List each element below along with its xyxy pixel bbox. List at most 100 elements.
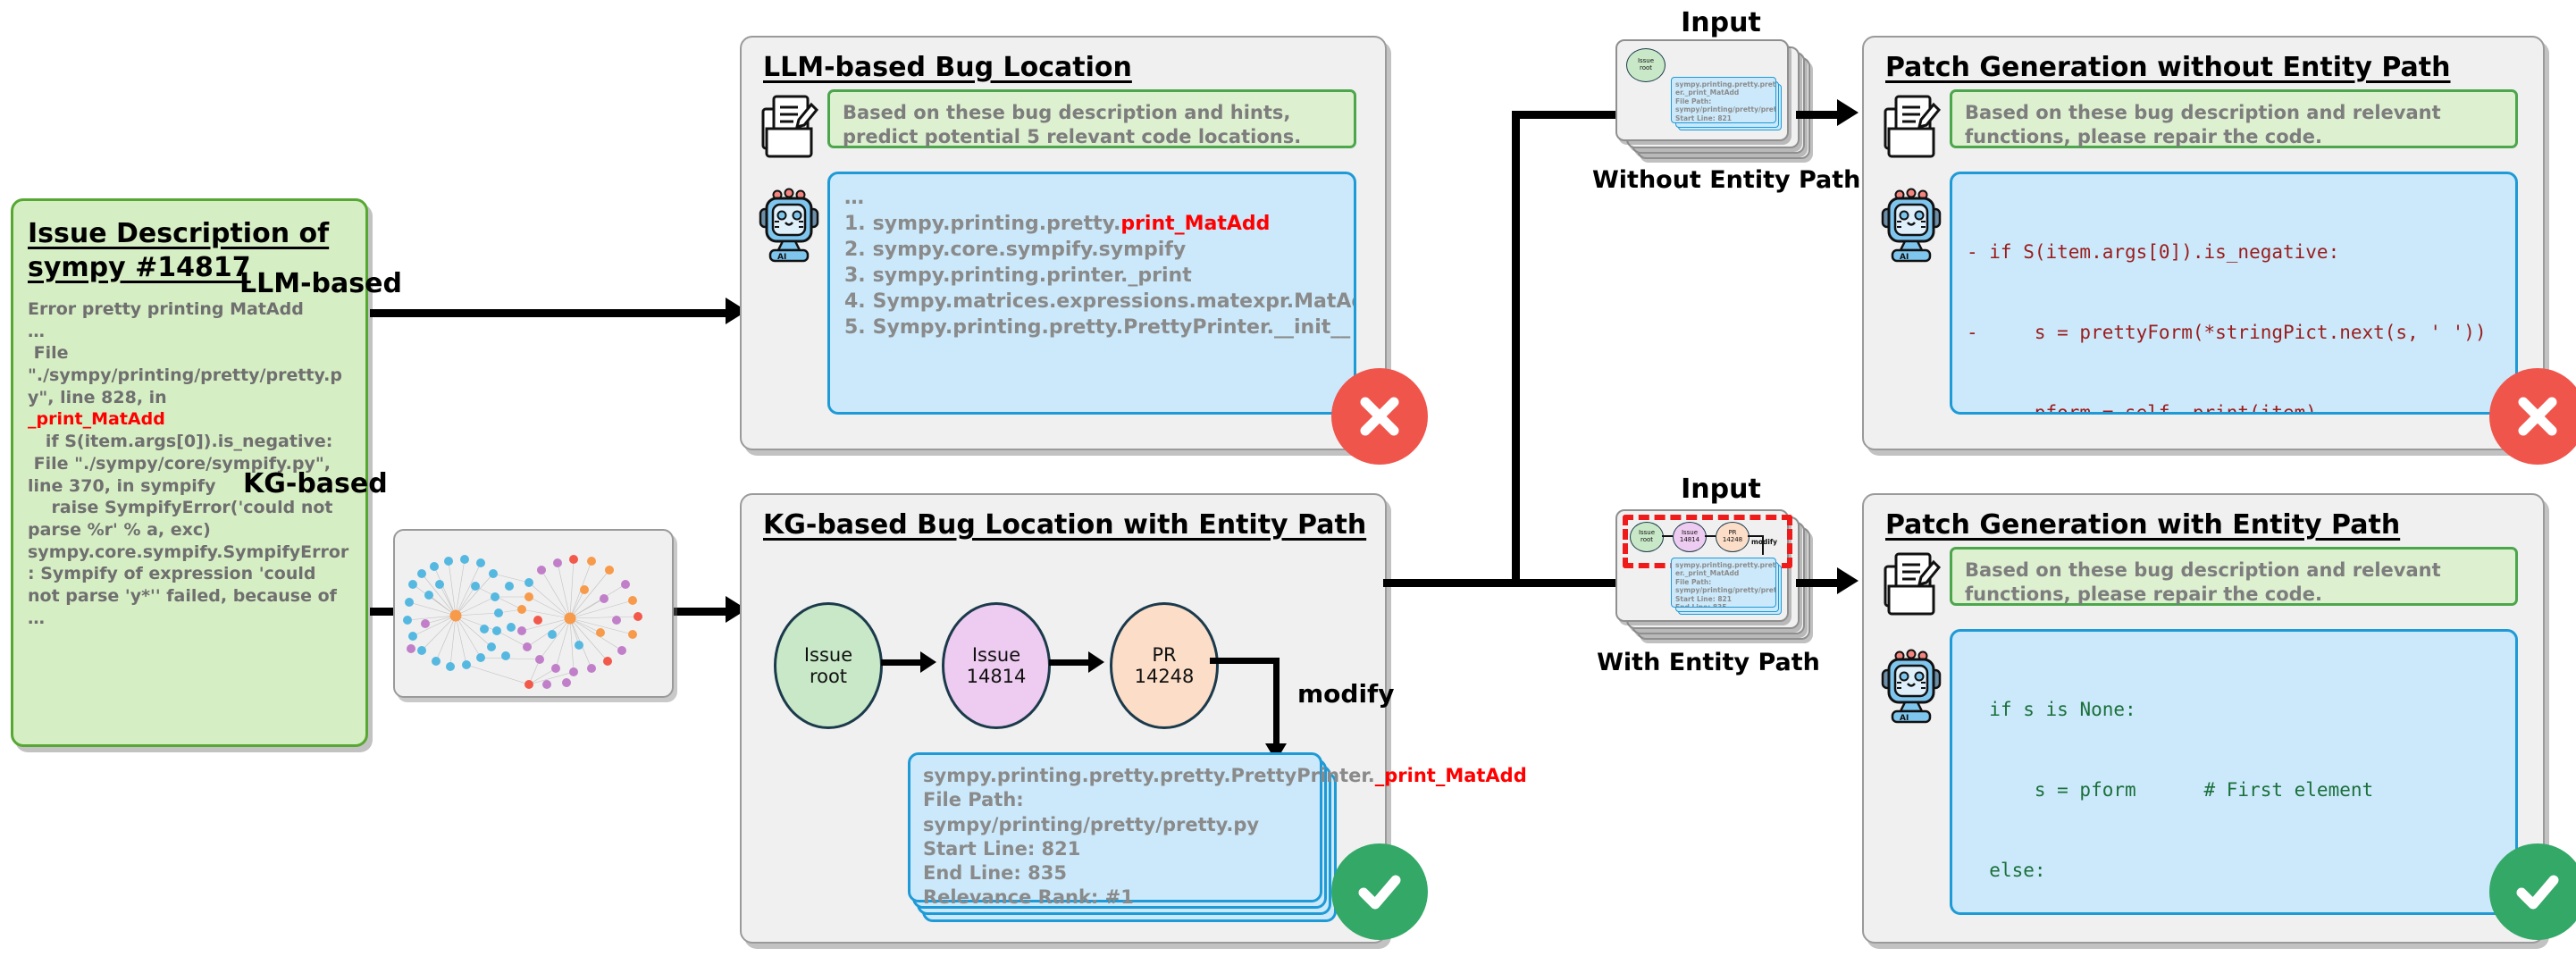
kg-result-card-stack: sympy.printing.pretty.pretty.PrettyPrint… bbox=[908, 752, 1527, 922]
knowledge-graph-svg bbox=[403, 555, 642, 689]
loc-text: Sympy.matrices.expressions.matexpr.MatAd… bbox=[872, 290, 1356, 314]
input-with-front-card: Issue root Issue 14814 PR 14248 modify s… bbox=[1615, 509, 1792, 622]
edge-label-kg-based: KG-based bbox=[243, 468, 388, 499]
panel-kg-bug-location: KG-based Bug Location with Entity Path I… bbox=[740, 493, 1527, 944]
entity-node-pr-14248: PR 14248 bbox=[1110, 602, 1219, 729]
mini-card-line2: er._print_MatAdd bbox=[1675, 569, 1740, 578]
panel-llm-bug-location: LLM-based Bug Location Based on these bu… bbox=[740, 36, 1428, 465]
mini-modify-h bbox=[1748, 535, 1764, 537]
patch-without-title: Patch Generation without Entity Path bbox=[1885, 52, 2451, 83]
mini-edge-2 bbox=[1705, 535, 1716, 537]
robot-ai-icon: AI bbox=[1880, 649, 1942, 729]
kg-panel-title: KG-based Bug Location with Entity Path bbox=[763, 509, 1367, 541]
entity-node-issue-14814: Issue 14814 bbox=[942, 602, 1051, 729]
panel-patch-without-entity-path: Patch Generation without Entity Path Bas… bbox=[1862, 36, 2576, 465]
entity-node-issue-root: Issue root bbox=[774, 602, 883, 729]
arrow-to-patch-with-line bbox=[1796, 579, 1841, 587]
document-pencil-icon bbox=[759, 93, 819, 166]
patch-with-code: if s is None: s = pform # First element … bbox=[1967, 642, 2501, 912]
llm-location-item: 4. Sympy.matrices.expressions.matexpr.Ma… bbox=[844, 289, 1354, 315]
status-badge-ok bbox=[1331, 843, 1428, 940]
trunk-line-to-input-bottom bbox=[1512, 579, 1619, 587]
issue-title: Issue Description of sympy #14817 bbox=[28, 218, 330, 283]
mini-edge-1 bbox=[1662, 535, 1673, 537]
result-entity-highlight: _print_MatAdd bbox=[1374, 765, 1527, 786]
result-end-line: End Line: 835 bbox=[923, 862, 1067, 885]
result-entity-pre: sympy.printing.pretty.pretty.PrettyPrint… bbox=[923, 765, 1375, 786]
mini-node-issue-root: Issue root bbox=[1626, 48, 1666, 82]
llm-location-item: 5. Sympy.printing.pretty.PrettyPrinter._… bbox=[844, 315, 1350, 340]
entity-edge-2-head bbox=[1088, 651, 1104, 673]
llm-location-item: 3. sympy.printing.printer._print bbox=[844, 263, 1339, 289]
arrow-to-patch-without-line bbox=[1796, 111, 1841, 119]
mini-result-card: sympy.printing.pretty.pretty.PrettyPrint… bbox=[1671, 77, 1776, 123]
entity-edge-2 bbox=[1049, 659, 1094, 666]
svg-text:AI: AI bbox=[777, 253, 786, 262]
llm-prompt-box: Based on these bug description and hints… bbox=[827, 89, 1356, 148]
status-badge-fail bbox=[2489, 368, 2576, 465]
result-start-line: Start Line: 821 bbox=[923, 837, 1081, 860]
document-pencil-icon bbox=[1882, 550, 1942, 624]
status-badge-fail bbox=[1331, 368, 1428, 465]
loc-text: sympy.printing.printer._print bbox=[872, 264, 1192, 288]
loc-num: 4. bbox=[844, 290, 866, 314]
arrow-to-patch-with-head bbox=[1837, 567, 1859, 594]
knowledge-graph-thumbnail bbox=[393, 529, 674, 698]
llm-locations-list: … 1. sympy.printing.pretty.print_MatAdd … bbox=[844, 185, 1354, 340]
modify-edge-horizontal bbox=[1210, 658, 1280, 664]
llm-location-item: 1. sympy.printing.pretty.print_MatAdd bbox=[844, 211, 1339, 237]
close-icon bbox=[1360, 397, 1399, 436]
loc-num: 5. bbox=[844, 316, 866, 340]
result-rank: Relevance Rank: #1 bbox=[923, 886, 1134, 909]
issue-body-pre: Error pretty printing MatAdd … File "./s… bbox=[28, 299, 342, 407]
code-line: if s is None: bbox=[1967, 699, 2136, 721]
panel-patch-with-entity-path: Patch Generation with Entity Path Based … bbox=[1862, 493, 2576, 944]
issue-highlight: _print_MatAdd bbox=[28, 409, 165, 430]
mini-modify-v bbox=[1762, 535, 1764, 555]
svg-text:AI: AI bbox=[1900, 714, 1909, 723]
trunk-line-to-input-top bbox=[1512, 111, 1619, 119]
mini-card-line4: Start Line: 821 bbox=[1675, 113, 1732, 122]
loc-text: sympy.printing.pretty.print_MatAdd bbox=[873, 211, 1271, 237]
input-without-label-bottom: Without Entity Path bbox=[1592, 166, 1861, 194]
code-line: - pform = self._print(item) bbox=[1967, 402, 2317, 415]
llm-locations-box: … 1. sympy.printing.pretty.print_MatAdd … bbox=[827, 172, 1356, 415]
mini-card-line5: End Line: 835 bbox=[1675, 602, 1727, 608]
loc-text: sympy.core.sympify.sympify bbox=[872, 239, 1187, 262]
llm-location-item: 2. sympy.core.sympify.sympify bbox=[844, 237, 1339, 263]
code-line: - if S(item.args[0]).is_negative: bbox=[1967, 241, 2340, 264]
modify-edge-vertical bbox=[1273, 658, 1280, 747]
input-with-entity-path: Input Issue root Issue 14814 PR 14248 mo… bbox=[1597, 474, 1841, 706]
entity-edge-1 bbox=[881, 659, 926, 666]
loc-highlight: print_MatAdd bbox=[1120, 213, 1271, 236]
patch-with-title: Patch Generation with Entity Path bbox=[1885, 509, 2401, 541]
entity-edge-1-head bbox=[920, 651, 936, 673]
edge-label-modify: modify bbox=[1297, 679, 1395, 709]
robot-ai-icon: AI bbox=[758, 188, 820, 268]
mini-card-line1: sympy.printing.pretty.pretty.PrettyPrint bbox=[1675, 561, 1776, 569]
input-with-label-bottom: With Entity Path bbox=[1597, 649, 1820, 676]
patch-without-prompt-box: Based on these bug description and relev… bbox=[1950, 89, 2518, 148]
issue-body: Error pretty printing MatAdd … File "./s… bbox=[28, 298, 351, 629]
code-line: else: bbox=[1967, 860, 2046, 882]
edge-label-llm-based: LLM-based bbox=[239, 268, 402, 299]
check-icon bbox=[1358, 875, 1401, 910]
patch-without-code: - if S(item.args[0]).is_negative: - s = … bbox=[1967, 185, 2501, 415]
issue-description-card: Issue Description of sympy #14817 Error … bbox=[11, 198, 368, 747]
mini-card-line3: File Path: sympy/printing/pretty/pretty.… bbox=[1675, 96, 1775, 114]
mini-card-line5: End Line: 835 bbox=[1675, 122, 1772, 123]
input-with-label-top: Input bbox=[1681, 474, 1761, 505]
issue-body-post: if S(item.args[0]).is_negative: File "./… bbox=[28, 432, 349, 628]
code-line: - s = prettyForm(*stringPict.next(s, ' '… bbox=[1967, 322, 2487, 344]
loc-text: Sympy.printing.pretty.PrettyPrinter.__in… bbox=[872, 316, 1351, 340]
input-without-label-top: Input bbox=[1681, 7, 1761, 38]
trunk-line-vertical bbox=[1512, 111, 1520, 583]
close-icon bbox=[2518, 397, 2557, 436]
arrow-to-patch-without-head bbox=[1837, 99, 1859, 126]
mini-node-issue-14814: Issue 14814 bbox=[1673, 522, 1707, 552]
loc-num: 2. bbox=[844, 239, 866, 262]
arrow-llm-line bbox=[370, 309, 727, 317]
mini-result-card: sympy.printing.pretty.pretty.PrettyPrint… bbox=[1671, 558, 1776, 608]
loc-num: 1. bbox=[844, 213, 866, 236]
